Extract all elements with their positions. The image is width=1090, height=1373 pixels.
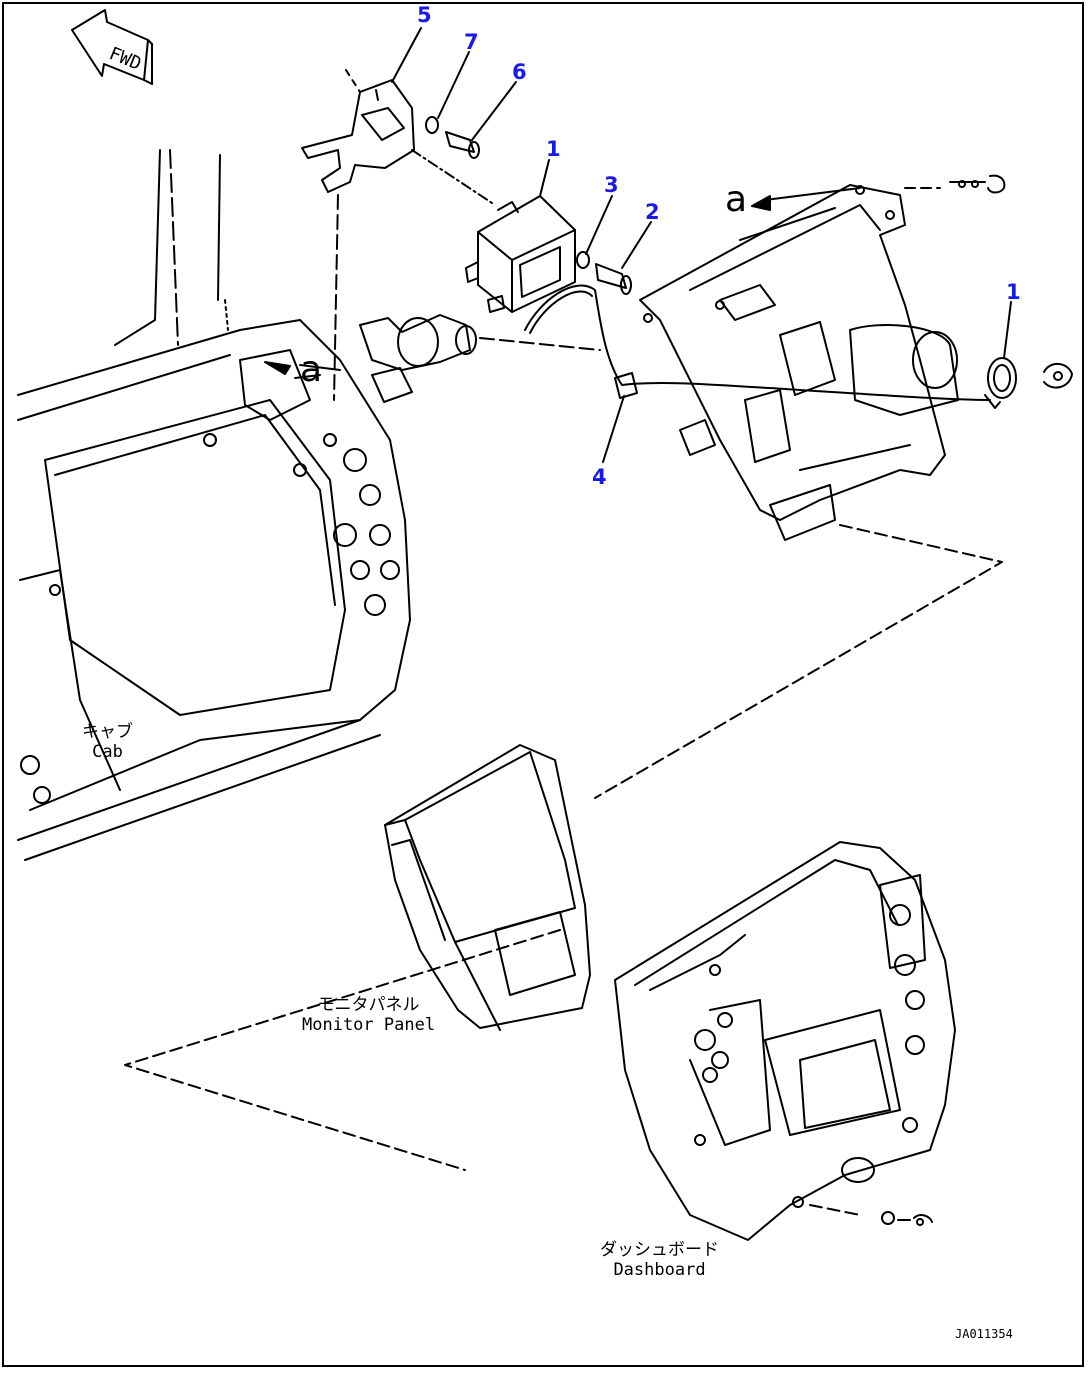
washer-item-3 — [576, 251, 590, 269]
mounting-unit — [639, 184, 959, 541]
ring-item-1 — [984, 357, 1017, 409]
callout-item-4: 4 — [592, 465, 607, 489]
nut-symbol-top — [949, 174, 1006, 194]
bracket-item-5 — [301, 69, 415, 193]
controller-item-1 — [465, 195, 576, 313]
nut-symbol-right — [1043, 363, 1073, 389]
fwd-text: FWD — [106, 43, 144, 75]
monitor-panel-label: モニタパネル Monitor Panel — [302, 995, 435, 1035]
monitor-panel-label-jp: モニタパネル — [317, 995, 420, 1015]
monitor-panel-label-en: Monitor Panel — [302, 1015, 436, 1035]
switch-assembly — [359, 314, 601, 403]
bolt-item-2 — [595, 263, 632, 295]
washer-item-7 — [425, 116, 439, 134]
dashboard — [614, 841, 956, 1241]
reference-a-right: a — [725, 179, 748, 220]
callout-item-3: 3 — [604, 173, 619, 197]
callout-leaders — [391, 27, 1012, 463]
cab-label-jp: キャブ — [82, 722, 133, 742]
reference-a-left: a — [300, 349, 323, 390]
cab-label-en: Cab — [92, 742, 123, 762]
cab-structure — [17, 149, 411, 861]
callout-item-1-controller: 1 — [546, 137, 561, 161]
dashboard-label-en: Dashboard — [613, 1260, 706, 1280]
callout-item-7: 7 — [464, 30, 479, 54]
dashboard-label: ダッシュボード Dashboard — [600, 1240, 719, 1280]
fwd-arrow-icon: FWD — [71, 9, 153, 85]
clip-item-4 — [614, 372, 638, 399]
cab-label: キャブ Cab — [82, 722, 133, 762]
monitor-panel — [384, 744, 591, 1031]
callout-item-1-ring: 1 — [1006, 280, 1021, 304]
callout-item-6: 6 — [512, 60, 527, 84]
dashboard-label-jp: ダッシュボード — [600, 1240, 719, 1260]
drawing-code: JA011354 — [955, 1327, 1013, 1341]
callout-item-5: 5 — [417, 3, 432, 27]
nut-symbol-bottom — [881, 1211, 933, 1226]
callout-item-2: 2 — [645, 200, 660, 224]
bolt-item-6 — [445, 131, 480, 159]
wire-harness — [524, 284, 991, 401]
